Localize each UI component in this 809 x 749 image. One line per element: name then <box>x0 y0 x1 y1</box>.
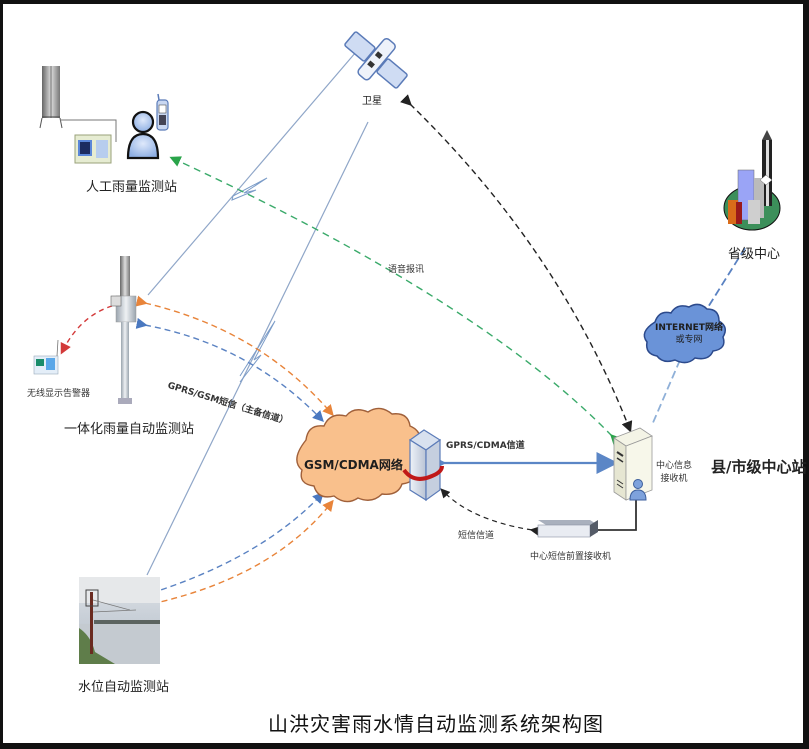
server-user-icon <box>613 427 653 501</box>
rain-station-gsm-link-blue <box>135 317 324 423</box>
gprs-cdma-channel-label: GPRS/CDMA信道 <box>446 441 525 451</box>
satellite-icon <box>344 31 408 89</box>
voice-report-label: 语音报讯 <box>388 265 425 275</box>
diagram-title: 山洪灾害雨水情自动监测系统架构图 <box>268 712 604 736</box>
internet-province-link <box>704 247 746 313</box>
network-gateway-icon <box>402 429 444 502</box>
internet-cloud-label-line1: INTERNET网络 <box>655 323 723 333</box>
provincial-center-label: 省级中心 <box>728 247 781 262</box>
internet-cloud-icon <box>643 303 726 364</box>
county-center-label: 县/市级中心站 <box>711 458 807 476</box>
satellite-label: 卫星 <box>362 96 382 107</box>
rain-station-gsm-link-orange <box>135 295 334 417</box>
sms-receiver-label: 中心短信前置接收机 <box>530 552 612 562</box>
internet-cloud-label: INTERNET网络 或专网 <box>652 322 726 346</box>
satellite-link-rain-station <box>147 51 357 296</box>
water-station-gsm-link-blue <box>132 491 324 604</box>
rain-gauge-pole-icon <box>110 256 137 404</box>
manual-rain-station-label: 人工雨量监测站 <box>86 180 178 195</box>
person-icon <box>126 110 160 160</box>
gauge-cable <box>60 119 117 142</box>
voice-report-link <box>169 156 622 446</box>
satellite-center-link <box>400 94 633 433</box>
alarm-link <box>60 305 113 355</box>
sms-server-cable <box>598 500 637 531</box>
city-buildings-icon <box>723 130 781 231</box>
center-receiver-label-line1: 中心信息 <box>656 461 693 471</box>
sms-channel-label: 短信信道 <box>458 531 495 541</box>
gsm-cloud-icon <box>296 407 423 503</box>
center-receiver-label: 中心信息 接收机 <box>656 460 692 486</box>
mobile-phone-icon <box>156 93 169 131</box>
sms-channel-link <box>440 488 540 536</box>
wireless-alarm-label: 无线显示告警器 <box>27 389 91 399</box>
rain-gauge-icon <box>39 66 63 129</box>
water-level-photo-icon <box>79 577 160 664</box>
alarm-display-icon <box>33 339 59 375</box>
data-logger-icon <box>74 134 112 164</box>
internet-center-link <box>651 359 681 426</box>
water-level-station-label: 水位自动监测站 <box>78 680 170 695</box>
integrated-rain-station-label: 一体化雨量自动监测站 <box>64 422 195 437</box>
internet-cloud-label-line2: 或专网 <box>675 335 703 345</box>
water-station-gsm-link-orange <box>132 499 334 614</box>
center-receiver-label-line2: 接收机 <box>660 474 688 484</box>
sms-modem-icon <box>537 520 598 538</box>
gsm-cloud-label: GSM/CDMA网络 <box>304 458 403 472</box>
